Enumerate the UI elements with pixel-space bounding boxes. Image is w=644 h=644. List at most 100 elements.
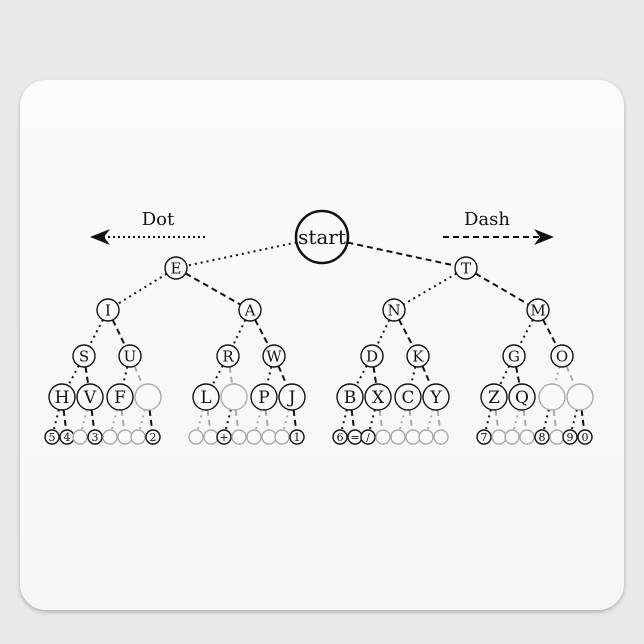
dot-edge	[402, 272, 458, 306]
node-D: D	[360, 344, 384, 368]
node-9: 9	[562, 429, 578, 445]
node-label: start	[298, 225, 346, 249]
node-label: R	[222, 347, 234, 365]
node-circle	[336, 383, 364, 411]
dot-edge	[186, 241, 297, 267]
empty-node	[549, 429, 565, 445]
dash-edge	[111, 319, 127, 347]
dash-edge	[580, 409, 586, 431]
dash-edge	[350, 409, 356, 431]
node-S: S	[72, 344, 96, 368]
node-label: =	[350, 431, 359, 444]
node-label: J	[287, 388, 296, 408]
node-L: L	[192, 383, 220, 411]
node-F: F	[106, 383, 134, 411]
dash-edge	[398, 319, 414, 347]
dash-edge	[378, 409, 384, 431]
node-circle	[364, 383, 392, 411]
node-label: 7	[481, 431, 488, 444]
dash-edge	[206, 409, 212, 431]
dot-edge	[138, 409, 146, 431]
node-circle	[216, 429, 232, 445]
node-label: T	[461, 259, 471, 277]
dot-label: Dot	[142, 209, 175, 230]
empty-node	[390, 429, 406, 445]
dash-edge	[522, 409, 528, 431]
dash-edge	[254, 319, 270, 347]
node-4: 4	[59, 429, 75, 445]
dash-edge	[84, 366, 90, 385]
empty-node	[261, 429, 277, 445]
node-circle	[289, 429, 305, 445]
node-circle	[72, 344, 96, 368]
dot-edge	[518, 319, 534, 347]
node-circle	[508, 383, 536, 411]
dash-edge	[552, 409, 558, 431]
empty-node	[130, 429, 146, 445]
dot-edge	[211, 365, 224, 387]
dot-edge	[122, 366, 129, 385]
dash-edge	[234, 409, 240, 431]
dash-edge	[372, 366, 378, 385]
node-circle	[538, 383, 566, 411]
empty-node	[134, 383, 162, 411]
node-label: C	[401, 388, 414, 408]
dot-edge	[196, 409, 204, 431]
node-1: 1	[289, 429, 305, 445]
node-circle	[476, 429, 492, 445]
dot-edge	[116, 272, 168, 306]
node-circle	[188, 429, 204, 445]
node-circle	[250, 383, 278, 411]
empty-node	[231, 429, 247, 445]
empty-node	[433, 429, 449, 445]
dot-edge	[224, 409, 232, 431]
node-label: /	[366, 431, 370, 444]
dot-edge	[340, 409, 348, 431]
node-label: 2	[150, 431, 157, 444]
node-circle	[220, 383, 248, 411]
dot-edge	[67, 365, 80, 387]
node-label: M	[530, 301, 545, 319]
dash-edge	[494, 409, 500, 431]
node-label: N	[387, 301, 400, 319]
node-label: Y	[429, 388, 442, 408]
node-label: Q	[515, 388, 529, 408]
empty-node	[566, 383, 594, 411]
dash-label: Dash	[464, 209, 510, 230]
node-label: V	[83, 388, 97, 408]
dot-edge	[254, 409, 262, 431]
empty-node	[220, 383, 248, 411]
empty-node	[72, 429, 88, 445]
node-circle	[382, 298, 406, 322]
node-circle	[454, 256, 478, 280]
node-circle	[491, 429, 507, 445]
node-circle	[406, 344, 430, 368]
dot-edge	[231, 319, 247, 347]
dot-edge	[110, 409, 118, 431]
empty-node	[418, 429, 434, 445]
node-label: B	[344, 388, 357, 408]
dot-edge	[375, 319, 391, 347]
node-R: R	[216, 344, 240, 368]
node-circle	[261, 429, 277, 445]
node-K: K	[406, 344, 430, 368]
dot-edge	[498, 365, 511, 386]
node-circle	[274, 429, 290, 445]
node-label: 4	[64, 431, 71, 444]
dash-edge	[292, 409, 298, 431]
node-P: P	[250, 383, 278, 411]
mousepad	[20, 80, 624, 610]
node-0: 0	[577, 429, 593, 445]
node-circle	[192, 383, 220, 411]
node-/: /	[360, 429, 376, 445]
node-circle	[526, 298, 550, 322]
node-label: H	[55, 388, 70, 408]
node-circle	[390, 429, 406, 445]
node-circle	[504, 429, 520, 445]
node-circle	[534, 429, 550, 445]
start-node: start	[294, 209, 350, 265]
node-label: A	[244, 301, 256, 319]
node-label: G	[508, 347, 520, 365]
dot-edge	[368, 409, 376, 431]
